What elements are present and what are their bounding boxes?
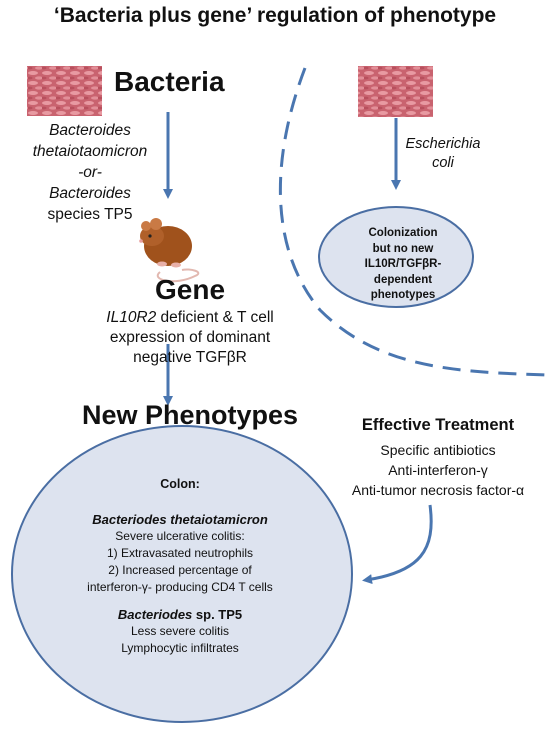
bacteria-heading: Bacteria xyxy=(114,66,225,97)
bt-detail: 2) Increased percentage of xyxy=(108,563,252,577)
ecoli-outcome-line: phenotypes xyxy=(370,289,436,301)
ecoli-outcome-ellipse xyxy=(318,206,474,308)
bt-detail: Severe ulcerative colitis: xyxy=(115,529,245,543)
treatment-item: Anti-interferon-γ xyxy=(388,462,488,478)
arrow-treatment-to-phenotypes xyxy=(362,504,433,585)
ecoli-outcome-line: dependent xyxy=(373,273,433,286)
bacteria-species-list: Bacteroides thetaiotaomicron -or- Bacter… xyxy=(10,120,170,225)
phenotypes-ellipse xyxy=(11,425,353,723)
tp5-suffix: sp. TP5 xyxy=(192,607,243,622)
gene-description: IL10R2 deficient & T cell expression of … xyxy=(70,308,310,368)
gene-desc-line: negative TGFβR xyxy=(133,349,247,366)
species-line: -or- xyxy=(78,164,102,181)
gene-name: IL10R2 xyxy=(106,309,157,326)
tp5-detail: Lymphocytic infiltrates xyxy=(121,641,239,655)
tp5-detail: Less severe colitis xyxy=(130,624,230,638)
ecoli-line: Escherichia xyxy=(405,136,481,152)
phenotypes-details: Colon: Bacteriodes thetaiotamicron Sever… xyxy=(30,476,330,657)
tp5-genus: Bacteriodes xyxy=(117,607,193,622)
gene-desc-text: deficient & T cell xyxy=(156,309,274,326)
treatment-item: Specific antibiotics xyxy=(380,442,496,458)
diagram-title: ‘Bacteria plus gene’ regulation of pheno… xyxy=(53,4,497,27)
bacteria-image-left xyxy=(27,66,102,116)
colon-heading: Colon: xyxy=(160,477,200,491)
species-line: Bacteroides xyxy=(49,122,131,139)
species-line: thetaiotaomicron xyxy=(32,143,148,160)
dashed-separator xyxy=(278,67,549,377)
ecoli-outcome-text: Colonization but no new IL10R/TGFβR- dep… xyxy=(328,226,478,304)
ecoli-line: coli xyxy=(432,155,454,171)
treatment-item: Anti-tumor necrosis factor-α xyxy=(351,482,525,498)
gene-heading: Gene xyxy=(154,274,226,305)
treatment-list: Specific antibiotics Anti-interferon-γ A… xyxy=(320,440,550,500)
gene-desc-line: expression of dominant xyxy=(109,329,271,346)
bt-species-name: Bacteriodes thetaiotamicron xyxy=(92,512,268,527)
mouse-icon xyxy=(139,218,200,283)
species-line: species TP5 xyxy=(47,206,133,223)
ecoli-outcome-line: IL10R/TGFβR- xyxy=(364,258,442,270)
species-line: Bacteroides xyxy=(49,185,131,202)
gene-desc-line: IL10R2 deficient & T cell xyxy=(70,308,310,328)
new-phenotypes-heading: New Phenotypes xyxy=(81,400,299,430)
treatment-heading: Effective Treatment xyxy=(361,416,515,434)
tp5-species-name: Bacteriodes sp. TP5 xyxy=(30,606,330,623)
ecoli-label: Escherichia coli xyxy=(398,135,488,173)
bt-detail: interferon-γ- producing CD4 T cells xyxy=(87,580,273,594)
bt-detail: 1) Extravasated neutrophils xyxy=(106,546,254,560)
ecoli-outcome-line: but no new xyxy=(372,242,434,255)
ecoli-outcome-line: Colonization xyxy=(368,227,438,239)
bacteria-image-right xyxy=(358,66,433,117)
